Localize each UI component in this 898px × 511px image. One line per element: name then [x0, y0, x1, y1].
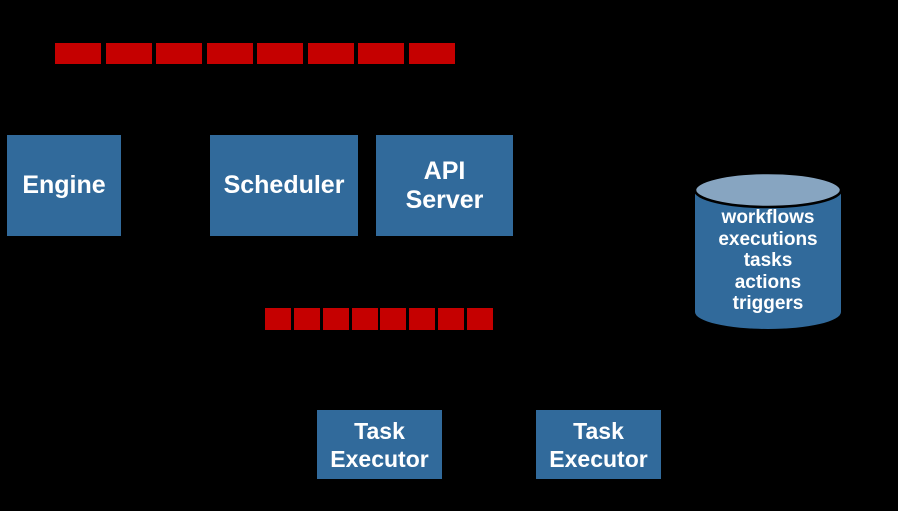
datastore-item-label: actions — [734, 271, 802, 293]
queue-segment — [257, 43, 304, 64]
engine-label: Engine — [22, 171, 106, 199]
task-executor-box-2: Task Executor — [536, 410, 661, 479]
queue-segment — [408, 43, 455, 64]
queue-segment — [358, 43, 405, 64]
datastore-label-list: workflows executions tasks actions trigg… — [693, 207, 843, 315]
datastore-cylinder-top-ellipse — [693, 171, 843, 209]
queue-segment — [380, 308, 407, 330]
api-server-box: API Server — [376, 135, 513, 236]
task-executor-2-label-line1: Task — [573, 417, 624, 444]
engine-box: Engine — [7, 135, 121, 236]
queue-segment — [156, 43, 203, 64]
queue-segment — [409, 308, 436, 330]
queue-segment — [307, 43, 354, 64]
task-executor-1-label-line1: Task — [354, 417, 405, 444]
datastore-cylinder-icon — [693, 171, 843, 329]
queue-segment — [466, 308, 493, 330]
queue-segment — [265, 308, 291, 330]
queue-segment — [293, 308, 320, 330]
task-executor-box-1: Task Executor — [317, 410, 442, 479]
queue-segment — [351, 308, 378, 330]
queue-segment — [55, 43, 101, 64]
scheduler-box: Scheduler — [210, 135, 358, 236]
datastore-item-label: triggers — [732, 293, 804, 314]
datastore-cylinder-body — [695, 190, 841, 329]
datastore-item-label: tasks — [743, 250, 793, 271]
scheduler-label: Scheduler — [223, 171, 345, 199]
queue-segment — [438, 308, 465, 330]
bottom-message-queue — [265, 308, 493, 330]
api-server-label-line1: API — [423, 156, 466, 185]
task-executor-1-label-line2: Executor — [330, 445, 429, 472]
queue-segment — [322, 308, 349, 330]
task-executor-2-label-line2: Executor — [549, 445, 648, 472]
api-server-label-line2: Server — [405, 185, 484, 214]
queue-segment — [206, 43, 253, 64]
datastore-item-label: workflows — [721, 207, 815, 228]
top-message-queue — [55, 43, 455, 64]
queue-segment — [105, 43, 152, 64]
datastore-item-label: executions — [718, 228, 818, 250]
